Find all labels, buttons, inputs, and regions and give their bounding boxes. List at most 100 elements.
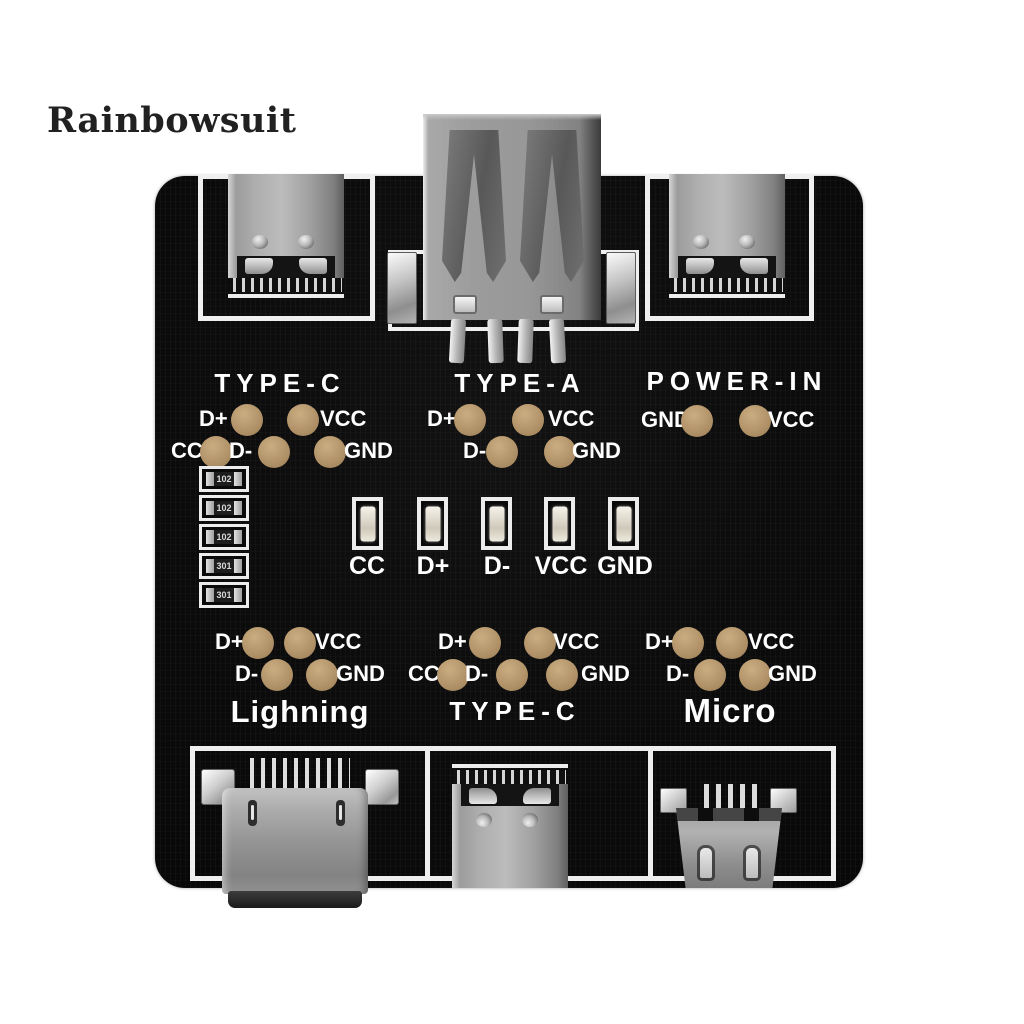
usb-a-connector-top-center — [387, 114, 636, 364]
connector-hook-row — [237, 256, 335, 278]
led-indicator-dplus — [417, 497, 448, 550]
group-title-power-in: POWER-IN — [646, 366, 828, 396]
connector-baseline — [669, 294, 785, 298]
connector-hook — [469, 788, 497, 804]
pin-label-gnd: GND — [336, 661, 385, 686]
led-chip — [552, 506, 567, 541]
solder-pad-cc — [200, 436, 232, 468]
pin-label-vcc: VCC — [548, 406, 595, 431]
pin-label-gnd: GND — [572, 438, 621, 463]
resistor-body: 301 — [206, 588, 242, 602]
connector-hook — [740, 258, 768, 274]
pin-label-dminus: D- — [235, 661, 259, 686]
connector-pin-row — [250, 758, 350, 791]
group-title-typea: TYPE-A — [454, 368, 586, 398]
connector-shell — [676, 808, 782, 888]
connector-latch — [453, 295, 477, 314]
led-label-dminus: D- — [483, 552, 511, 580]
resistor-body: 102 — [206, 501, 242, 515]
smd-resistor: 301 — [199, 582, 249, 608]
solder-pad-vcc — [524, 627, 556, 659]
connector-leg — [487, 318, 504, 364]
connector-dimple — [476, 813, 492, 827]
solder-pad-gnd — [546, 659, 578, 691]
led-chip — [489, 506, 504, 541]
pin-label-vcc: VCC — [315, 629, 362, 654]
connector-dimple — [739, 235, 755, 249]
group-title-typec-bottom: TYPE-C — [449, 696, 581, 726]
solder-pad-cc — [437, 659, 469, 691]
pin-label-dplus: D+ — [645, 629, 674, 654]
connector-dimple — [522, 813, 538, 827]
connector-hook — [686, 258, 714, 274]
connector-slot — [700, 848, 712, 878]
connector-notch — [698, 808, 713, 821]
solder-pad-gnd — [314, 436, 346, 468]
led-label-dplus: D+ — [416, 552, 450, 580]
connector-hook — [245, 258, 273, 274]
pin-label-dplus: D+ — [438, 629, 467, 654]
pin-label-gnd: GND — [768, 661, 817, 686]
pin-label-cc: CC — [171, 438, 203, 463]
micro-usb-connector-bottom-right — [658, 780, 797, 890]
solder-pad-dplus — [469, 627, 501, 659]
connector-dimple — [298, 235, 314, 249]
solder-pad-vcc — [739, 405, 771, 437]
pin-label-dplus: D+ — [215, 629, 244, 654]
resistor-marking: 102 — [216, 474, 232, 484]
connector-hook — [299, 258, 327, 274]
pin-label-vcc: VCC — [320, 406, 367, 431]
solder-pad-vcc — [716, 627, 748, 659]
solder-pad-dplus — [454, 404, 486, 436]
solder-pad-vcc — [512, 404, 544, 436]
pin-label-dminus: D- — [229, 438, 253, 463]
smd-resistor: 102 — [199, 524, 249, 550]
connector-dimple — [693, 235, 709, 249]
solder-pad-gnd — [306, 659, 338, 691]
led-indicator-cc — [352, 497, 383, 550]
led-indicator-vcc — [544, 497, 575, 550]
connector-slot — [248, 800, 257, 826]
solder-pad-gnd — [739, 659, 771, 691]
pin-label-dminus: D- — [463, 438, 487, 463]
connector-slot — [746, 848, 758, 878]
connector-hook — [523, 788, 551, 804]
solder-tab — [365, 769, 399, 805]
resistor-marking: 102 — [216, 532, 232, 542]
group-title-lightning: Lighning — [230, 694, 370, 729]
smd-resistor: 301 — [199, 553, 249, 579]
pin-label-gnd: GND — [581, 661, 630, 686]
led-indicator-dminus — [481, 497, 512, 550]
resistor-marking: 301 — [216, 590, 232, 600]
connector-pin-row — [671, 278, 783, 292]
pin-label-cc: CC — [408, 661, 440, 686]
resistor-marking: 102 — [216, 503, 232, 513]
led-chip — [616, 506, 631, 541]
connector-top-band — [676, 808, 782, 821]
lightning-connector-bottom-left — [200, 755, 400, 923]
connector-leg — [548, 318, 567, 364]
group-title-micro: Micro — [683, 692, 777, 729]
usb-c-connector-top-left — [228, 174, 344, 300]
connector-slot — [336, 800, 345, 826]
connector-dimple — [252, 235, 268, 249]
solder-pad-dminus — [261, 659, 293, 691]
solder-tab — [387, 252, 417, 324]
connector-leg — [448, 318, 467, 364]
solder-pad-dminus — [486, 436, 518, 468]
connector-notch — [744, 808, 759, 821]
solder-tab — [660, 788, 687, 813]
usb-c-connector-bottom-center — [452, 762, 568, 888]
connector-pin-row — [230, 278, 342, 292]
pin-label-vcc: VCC — [768, 407, 815, 432]
solder-pad-dminus — [694, 659, 726, 691]
solder-pad-vcc — [287, 404, 319, 436]
led-label-vcc: VCC — [534, 552, 588, 580]
pin-label-vcc: VCC — [748, 629, 795, 654]
connector-pin-row — [454, 770, 566, 784]
resistor-marking: 301 — [216, 561, 232, 571]
led-label-gnd: GND — [597, 552, 653, 580]
solder-tab — [606, 252, 636, 324]
solder-pad-dminus — [258, 436, 290, 468]
